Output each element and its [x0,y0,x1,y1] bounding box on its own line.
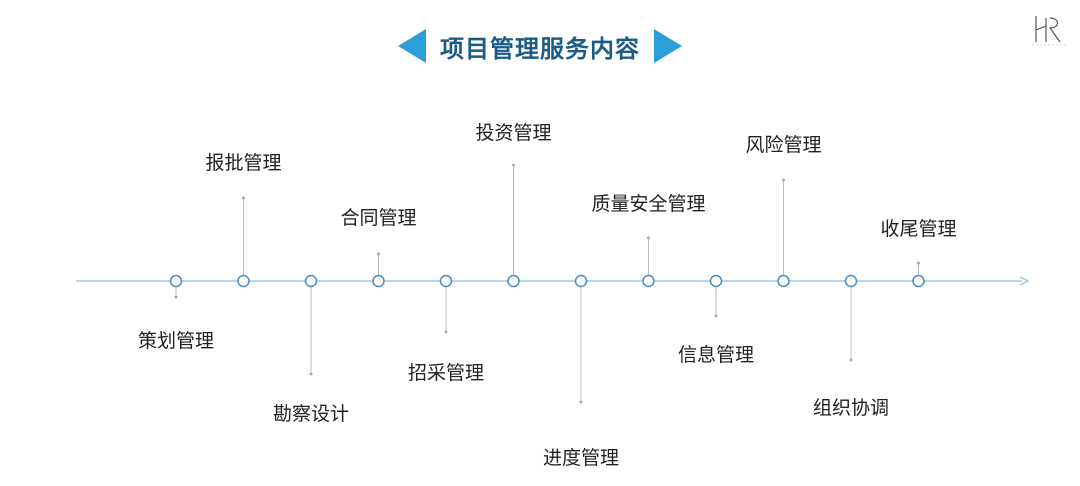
timeline-node [439,274,453,288]
timeline-node [372,274,385,288]
connector-end-dot [579,400,583,404]
timeline-node [709,274,723,288]
right-triangle-icon [654,29,682,63]
connector-end-dot [512,163,515,167]
title-bar: 项目管理服务内容 [0,22,1080,70]
timeline-node [237,274,250,288]
timeline-label: 策划管理 [137,330,215,352]
timeline-label: 报批管理 [205,152,282,174]
timeline-label: 合同管理 [340,207,417,229]
connector-end-dot [647,236,650,240]
connector-end-dot [917,261,920,265]
timeline-node [777,274,790,288]
timeline-node [574,274,588,288]
logo-icon [1032,16,1068,46]
connector-end-dot [174,295,178,299]
timeline-label: 进度管理 [542,447,620,469]
connector-end-dot [242,196,245,200]
timeline-label: 招采管理 [407,362,485,384]
timeline-node [642,274,655,288]
connector-end-dot [714,314,718,318]
timeline-node [507,274,520,288]
timeline-label: 信息管理 [677,344,755,366]
timeline-arrow-icon [1019,276,1030,286]
left-triangle-icon [398,29,426,63]
timeline-label: 投资管理 [475,122,552,144]
connector-end-dot [309,372,313,376]
timeline-node [912,274,925,288]
connector-end-dot [377,252,380,256]
connector-end-dot [444,330,448,334]
connector-end-dot [849,358,853,362]
timeline-label: 风险管理 [745,134,822,156]
timeline-label: 收尾管理 [880,218,957,240]
timeline-label: 组织协调 [812,397,890,419]
timeline-node [169,274,183,288]
page-title: 项目管理服务内容 [440,34,640,63]
timeline-label: 质量安全管理 [591,193,706,215]
timeline-label: 勘察设计 [272,403,350,425]
connector-end-dot [782,178,785,182]
timeline-node [304,274,318,288]
timeline-node [844,274,858,288]
